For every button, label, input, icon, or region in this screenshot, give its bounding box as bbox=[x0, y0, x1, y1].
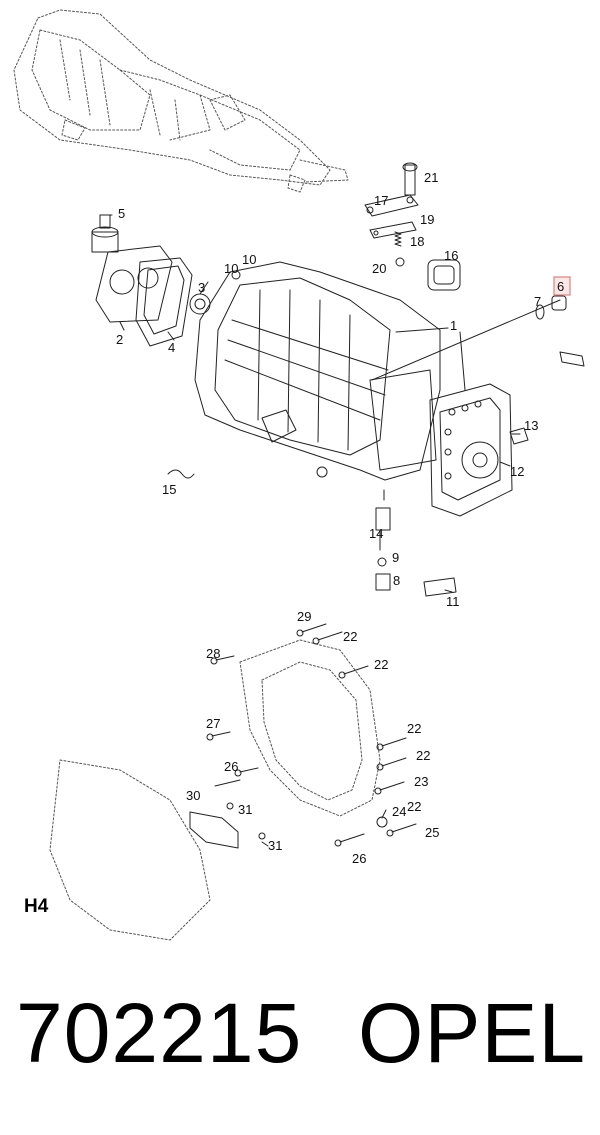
leader-lines bbox=[103, 214, 521, 847]
page-code-label: H4 bbox=[24, 896, 49, 917]
callout-label: 25 bbox=[425, 825, 439, 840]
footer-caption: 702215 OPEL bbox=[16, 985, 585, 1082]
callout-label: 23 bbox=[414, 774, 428, 789]
callout-labels: 1 2 3 4 5 6 7 8 9 10 10 11 12 13 14 15 1… bbox=[116, 170, 564, 866]
callout-label: 30 bbox=[186, 788, 200, 803]
callout-label: 31 bbox=[268, 838, 282, 853]
rear-housing-plate bbox=[429, 383, 513, 517]
callout-label: 9 bbox=[392, 550, 399, 565]
callout-label: 15 bbox=[162, 482, 176, 497]
callout-label: 2 bbox=[116, 332, 123, 347]
callout-label: 6 bbox=[557, 279, 564, 294]
callout-label: 27 bbox=[206, 716, 220, 731]
callout-label: 22 bbox=[407, 721, 421, 736]
highlight-box bbox=[553, 276, 571, 296]
callout-label: 19 bbox=[420, 212, 434, 227]
callout-label: 3 bbox=[198, 280, 205, 295]
callout-label: 29 bbox=[297, 609, 311, 624]
callout-label: 31 bbox=[238, 802, 252, 817]
callout-label: 18 bbox=[410, 234, 424, 249]
part-number: 702215 bbox=[16, 986, 303, 1080]
callout-label: 11 bbox=[446, 594, 460, 609]
callout-label: 13 bbox=[524, 418, 538, 433]
callout-label: 5 bbox=[118, 206, 125, 221]
callout-label: 28 bbox=[206, 646, 220, 661]
brand-name: OPEL bbox=[358, 986, 587, 1080]
shift-lever-group bbox=[364, 162, 461, 291]
callout-label: 26 bbox=[352, 851, 366, 866]
bell-housing-drawing bbox=[49, 639, 381, 941]
small-fasteners bbox=[167, 427, 529, 597]
exploded-parts-diagram: 1 2 3 4 5 6 7 8 9 10 10 11 12 13 14 15 1… bbox=[13, 9, 585, 941]
callout-label: 4 bbox=[168, 340, 175, 355]
callout-label: 10 bbox=[242, 252, 256, 267]
callout-label: 14 bbox=[369, 526, 383, 541]
transmission-assembly-drawing bbox=[13, 9, 349, 193]
plug-and-seal bbox=[371, 295, 585, 381]
callout-label: 12 bbox=[510, 464, 524, 479]
callout-label: 8 bbox=[393, 573, 400, 588]
callout-label: 10 bbox=[224, 261, 238, 276]
callout-label: 21 bbox=[424, 170, 438, 185]
bearing-retainer-and-gasket bbox=[91, 214, 211, 347]
callout-label: 17 bbox=[374, 193, 388, 208]
callout-label: 7 bbox=[534, 294, 541, 309]
callout-label: 24 bbox=[392, 804, 406, 819]
transmission-case bbox=[194, 261, 441, 481]
callout-label: 1 bbox=[450, 318, 457, 333]
callout-label: 20 bbox=[372, 261, 386, 276]
callout-label: 22 bbox=[374, 657, 388, 672]
callout-label: 16 bbox=[444, 248, 458, 263]
callout-label: 22 bbox=[407, 799, 421, 814]
callout-label: 22 bbox=[343, 629, 357, 644]
callout-label: 26 bbox=[224, 759, 238, 774]
callout-label: 22 bbox=[416, 748, 430, 763]
bell-housing-bolts bbox=[189, 623, 417, 849]
